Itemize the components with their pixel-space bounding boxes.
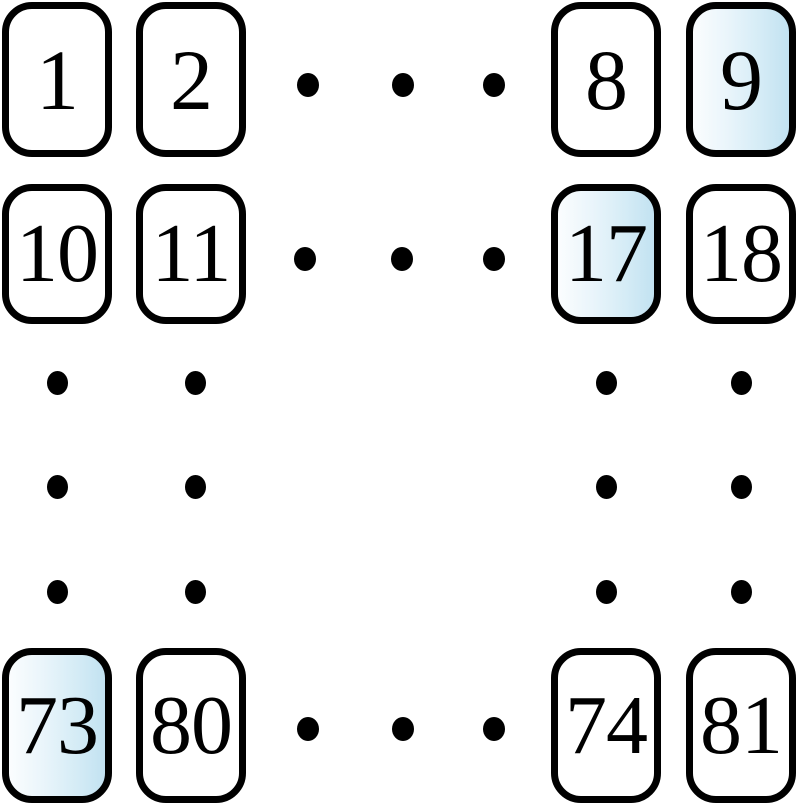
cell-label: 2 — [170, 31, 213, 128]
cell-r1c0[interactable]: 10 — [2, 184, 112, 324]
cell-label: 81 — [700, 678, 783, 772]
cell-label: 80 — [150, 678, 233, 772]
cell-r0c0[interactable]: 1 — [2, 2, 112, 157]
vertical-ellipsis-dot-c4-2 — [731, 475, 752, 499]
ellipsis-dot-r0-3 — [483, 73, 505, 97]
cell-label: 9 — [720, 31, 763, 128]
cell-label: 1 — [36, 31, 79, 128]
cell-r3c3[interactable]: 74 — [551, 648, 661, 803]
ellipsis-dot-r1-2 — [391, 247, 413, 271]
cell-label: 18 — [700, 207, 783, 300]
cell-r0c3[interactable]: 8 — [551, 2, 661, 157]
cell-label: 10 — [16, 207, 99, 300]
cell-label: 8 — [585, 31, 628, 128]
ellipsis-dot-r1-3 — [483, 247, 505, 271]
vertical-ellipsis-dot-c4-1 — [731, 371, 752, 395]
cell-label: 74 — [565, 678, 648, 772]
cell-r0c1[interactable]: 2 — [136, 2, 246, 157]
cell-r1c3[interactable]: 17 — [551, 184, 661, 324]
vertical-ellipsis-dot-c0-1 — [47, 371, 68, 395]
vertical-ellipsis-dot-c3-2 — [596, 475, 617, 499]
ellipsis-dot-r0-2 — [392, 73, 414, 97]
vertical-ellipsis-dot-c1-2 — [185, 475, 206, 499]
vertical-ellipsis-dot-c3-1 — [596, 371, 617, 395]
cell-label: 11 — [151, 207, 232, 300]
cell-r3c4[interactable]: 81 — [686, 648, 796, 803]
vertical-ellipsis-dot-c0-3 — [47, 580, 68, 604]
vertical-ellipsis-dot-c3-3 — [596, 580, 617, 604]
cell-label: 73 — [16, 678, 99, 772]
cell-r3c0[interactable]: 73 — [2, 648, 112, 803]
vertical-ellipsis-dot-c1-3 — [185, 580, 206, 604]
cell-r3c1[interactable]: 80 — [136, 648, 246, 803]
ellipsis-dot-r3-3 — [483, 717, 505, 741]
cell-r1c1[interactable]: 11 — [136, 184, 246, 324]
cell-r0c4[interactable]: 9 — [686, 2, 796, 157]
ellipsis-dot-r1-1 — [294, 247, 316, 271]
cell-label: 17 — [565, 207, 648, 300]
vertical-ellipsis-dot-c1-1 — [185, 371, 206, 395]
ellipsis-dot-r3-2 — [392, 717, 414, 741]
ellipsis-dot-r0-1 — [297, 73, 319, 97]
ellipsis-dot-r3-1 — [297, 717, 319, 741]
vertical-ellipsis-dot-c4-3 — [731, 580, 752, 604]
cell-r1c4[interactable]: 18 — [686, 184, 796, 324]
vertical-ellipsis-dot-c0-2 — [47, 475, 68, 499]
